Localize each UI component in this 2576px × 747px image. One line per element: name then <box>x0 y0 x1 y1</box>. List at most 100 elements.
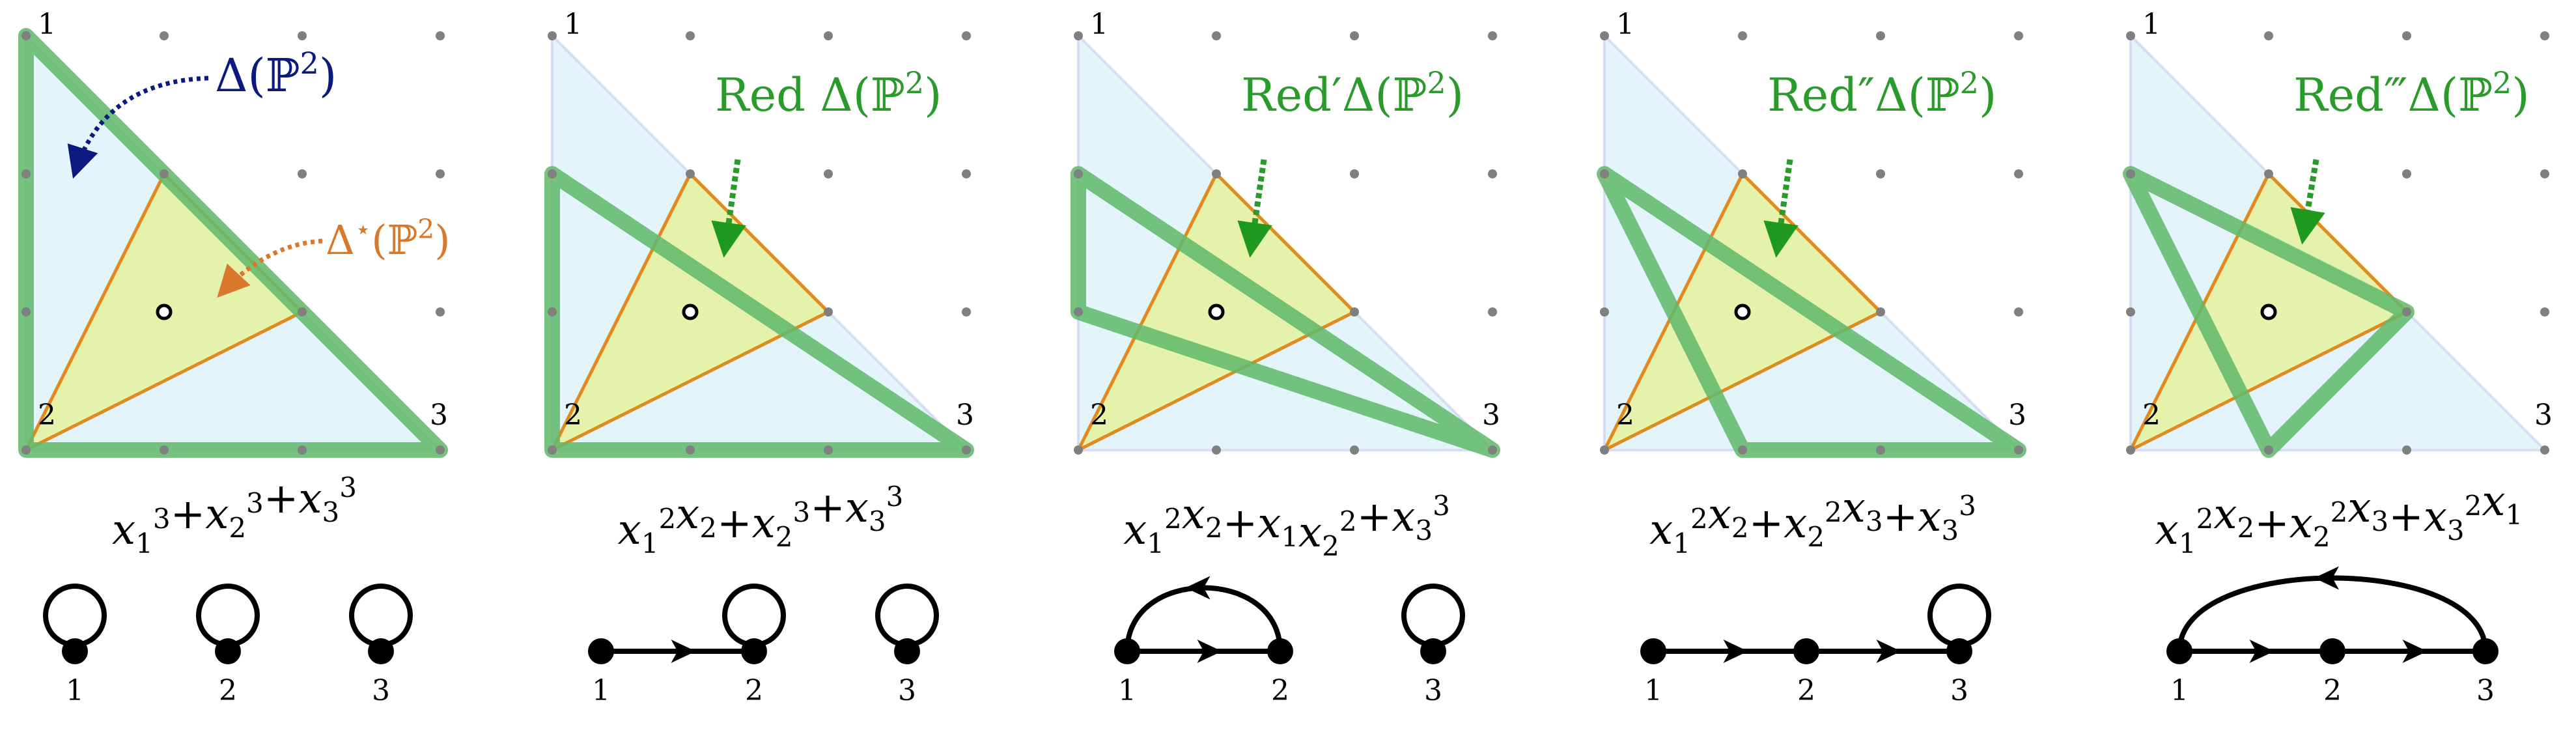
subscript: 3 <box>1941 514 1959 546</box>
lattice-dot <box>1876 307 1885 317</box>
vertex-label-1: 1 <box>2142 8 2161 41</box>
superscript: 2 <box>2196 503 2214 535</box>
lattice-dot <box>1074 31 1083 40</box>
variable: x <box>1708 490 1731 539</box>
lattice-dot <box>1488 169 1497 178</box>
lattice-dot <box>2126 31 2135 40</box>
lattice-dot <box>1876 445 1885 455</box>
lattice-dot <box>2402 445 2411 455</box>
lattice-dot <box>1738 445 1747 455</box>
subscript: 2 <box>1731 512 1749 544</box>
subscript: 3 <box>869 505 886 537</box>
vertex-label-2: 2 <box>38 399 56 432</box>
lattice-dot <box>160 445 169 455</box>
superscript: 2 <box>2465 490 2482 522</box>
lattice-dot <box>2540 445 2549 455</box>
operator: + <box>2254 500 2289 548</box>
superscript: 3 <box>1959 490 1976 522</box>
label-main: Δ(ℙ <box>215 49 300 102</box>
variable: x <box>1784 500 1807 548</box>
lattice-dot <box>2126 307 2135 317</box>
vertex-label-3: 3 <box>1482 399 1500 432</box>
vertex-label-2: 2 <box>564 399 582 432</box>
operator: + <box>1223 500 1258 548</box>
reduced-polytope-path <box>2123 166 2415 458</box>
lattice-dot <box>160 169 169 178</box>
graph-node-2 <box>215 638 241 664</box>
variable: x <box>2213 490 2237 539</box>
lattice-dot <box>1600 169 1609 178</box>
lattice-dot <box>2014 445 2023 455</box>
superscript: 2 <box>2331 496 2348 528</box>
lattice-dot <box>824 31 833 40</box>
subscript: 3 <box>322 496 340 528</box>
lattice-dot <box>1600 307 1609 317</box>
vertex-label-3: 3 <box>430 399 448 432</box>
vertex-label-2: 2 <box>2142 399 2161 432</box>
lattice-dot <box>298 31 307 40</box>
lattice-dot <box>1876 169 1885 178</box>
lattice-dot <box>1212 31 1221 40</box>
vertex-label-1: 1 <box>564 8 582 41</box>
label-delta-p2: Δ(ℙ2) <box>215 46 337 102</box>
arrow-to-reduced <box>1237 159 1272 258</box>
graph-node-1 <box>588 638 614 664</box>
graph-node-3 <box>1420 638 1446 664</box>
label-sup: 2 <box>417 214 434 245</box>
edge-arrowhead <box>2249 640 2275 663</box>
graph-node-1 <box>1640 638 1666 664</box>
graph-node-label: 1 <box>1644 674 1662 707</box>
lattice-dot <box>1212 169 1221 178</box>
label-close: ) <box>434 216 450 264</box>
origin-marker <box>2260 303 2277 320</box>
lattice-dot <box>1600 445 1609 455</box>
lattice-dot <box>1488 445 1497 455</box>
lattice-dot <box>824 445 833 455</box>
graph-node-2 <box>741 638 767 664</box>
operator: + <box>264 475 299 523</box>
vertex-label-1: 1 <box>1090 8 1108 41</box>
loop-edge <box>196 584 260 647</box>
lattice-dot <box>21 445 31 455</box>
label-close: ) <box>319 49 337 102</box>
vertex-label-1: 1 <box>38 8 56 41</box>
variable: x <box>1842 484 1866 532</box>
lattice-dot <box>2540 31 2549 40</box>
subscript: 2 <box>2313 521 2331 553</box>
graph-node-3 <box>1946 638 1972 664</box>
variable: x <box>1182 490 1205 539</box>
vertex-label-3: 3 <box>2534 399 2553 432</box>
lattice-dot <box>2126 169 2135 178</box>
lattice-dot <box>686 445 695 455</box>
lattice-dot <box>1876 31 1885 40</box>
label-mid: (ℙ <box>371 216 417 264</box>
lattice-dot <box>548 31 557 40</box>
lattice-dot <box>2540 307 2549 317</box>
graph-node-label: 2 <box>1271 674 1289 707</box>
lattice-dot <box>2402 307 2411 317</box>
graph-node-label: 1 <box>1118 674 1136 707</box>
superscript: 3 <box>792 496 810 528</box>
variable: x <box>752 500 776 548</box>
operator: + <box>2388 493 2424 541</box>
superscript: 2 <box>1164 503 1182 535</box>
graph-node-label: 2 <box>1797 674 1815 707</box>
graph-node-label: 1 <box>592 674 610 707</box>
lattice-dot <box>436 445 445 455</box>
loop-edge <box>875 584 939 647</box>
lattice-dot <box>2264 169 2273 178</box>
lattice-dot <box>962 31 971 40</box>
operator: + <box>717 500 752 548</box>
lattice-dot <box>1074 445 1083 455</box>
vertex-label-2: 2 <box>1090 399 1108 432</box>
subscript: 3 <box>2371 505 2388 537</box>
loop-edge <box>1401 584 1465 647</box>
subscript: 1 <box>1673 528 1690 559</box>
label-close: ) <box>2512 68 2529 122</box>
polynomial-label: x12x2+x22x3+x33 <box>1649 484 1976 559</box>
